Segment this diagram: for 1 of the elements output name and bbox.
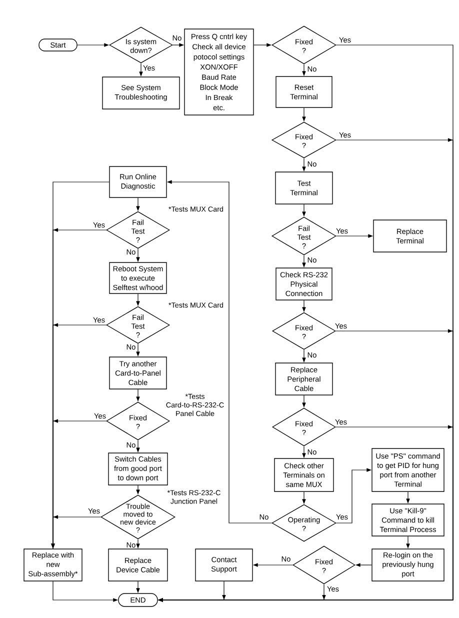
connector-line (52, 182, 110, 549)
